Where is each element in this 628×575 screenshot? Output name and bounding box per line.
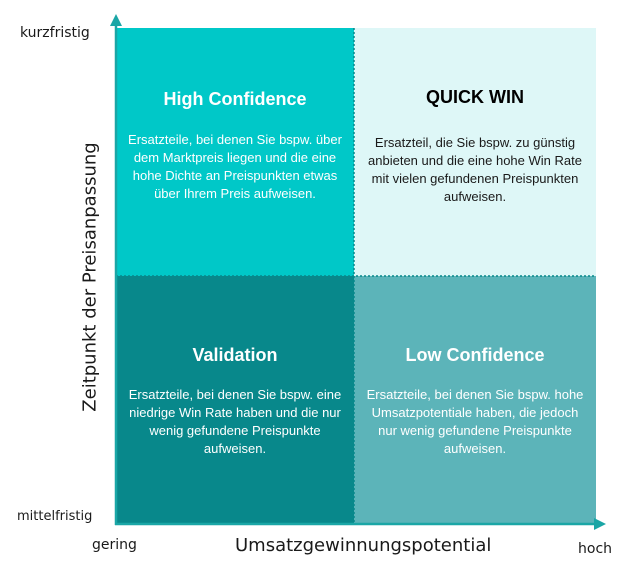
- y-axis-bottom-label: mittelfristig: [17, 509, 93, 524]
- y-axis-top-label: kurzfristig: [20, 25, 90, 41]
- x-axis-arrowhead: [594, 518, 606, 530]
- quadrant-high-confidence: High Confidence Ersatzteile, bei denen S…: [116, 28, 354, 276]
- quadrant-title: Low Confidence: [405, 345, 545, 365]
- quadrant-low-confidence: Low Confidence Ersatzteile, bei denen Si…: [354, 276, 596, 524]
- quadrant-description: Ersatzteil, die Sie bspw. zu günstig anb…: [368, 135, 582, 204]
- quadrant-validation: Validation Ersatzteile, bei denen Sie bs…: [116, 276, 354, 524]
- quadrant-description: Ersatzteile, bei denen Sie bspw. eine ni…: [128, 387, 342, 456]
- x-axis-title: Umsatzgewinnungspotential: [235, 535, 492, 556]
- x-axis-right-label: hoch: [578, 541, 613, 557]
- quadrant-description: Ersatzteile, bei denen Sie bspw. über de…: [128, 132, 342, 201]
- quadrant-title: QUICK WIN: [426, 87, 524, 107]
- quadrant-quick-win: QUICK WIN Ersatzteil, die Sie bspw. zu g…: [354, 28, 596, 276]
- y-axis-title: Zeitpunkt der Preisanpassung: [79, 142, 101, 412]
- x-axis-left-label: gering: [92, 537, 137, 553]
- y-axis-arrowhead: [110, 14, 122, 26]
- quadrant-title: High Confidence: [163, 89, 307, 109]
- quadrant-title: Validation: [192, 345, 278, 365]
- quadrant-description: Ersatzteile, bei denen Sie bspw. hohe Um…: [366, 387, 584, 456]
